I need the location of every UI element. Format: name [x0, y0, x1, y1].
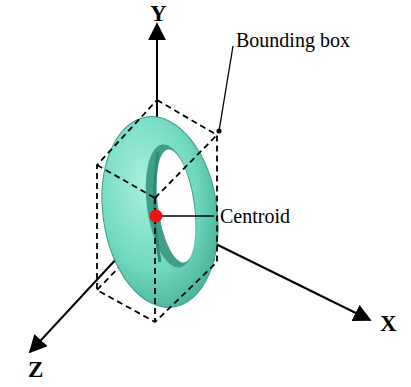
leader-line	[219, 46, 233, 131]
leader-dot	[217, 129, 222, 134]
centroid-dot	[150, 210, 163, 223]
torus	[90, 109, 230, 315]
leader-line	[156, 215, 214, 216]
callout-label: Bounding box	[236, 30, 350, 50]
axis-label: X	[380, 312, 397, 335]
axis-label: Y	[150, 2, 167, 25]
bounding-box	[97, 100, 217, 322]
callout-label: Centroid	[220, 206, 290, 226]
axis-label: Z	[28, 358, 43, 381]
